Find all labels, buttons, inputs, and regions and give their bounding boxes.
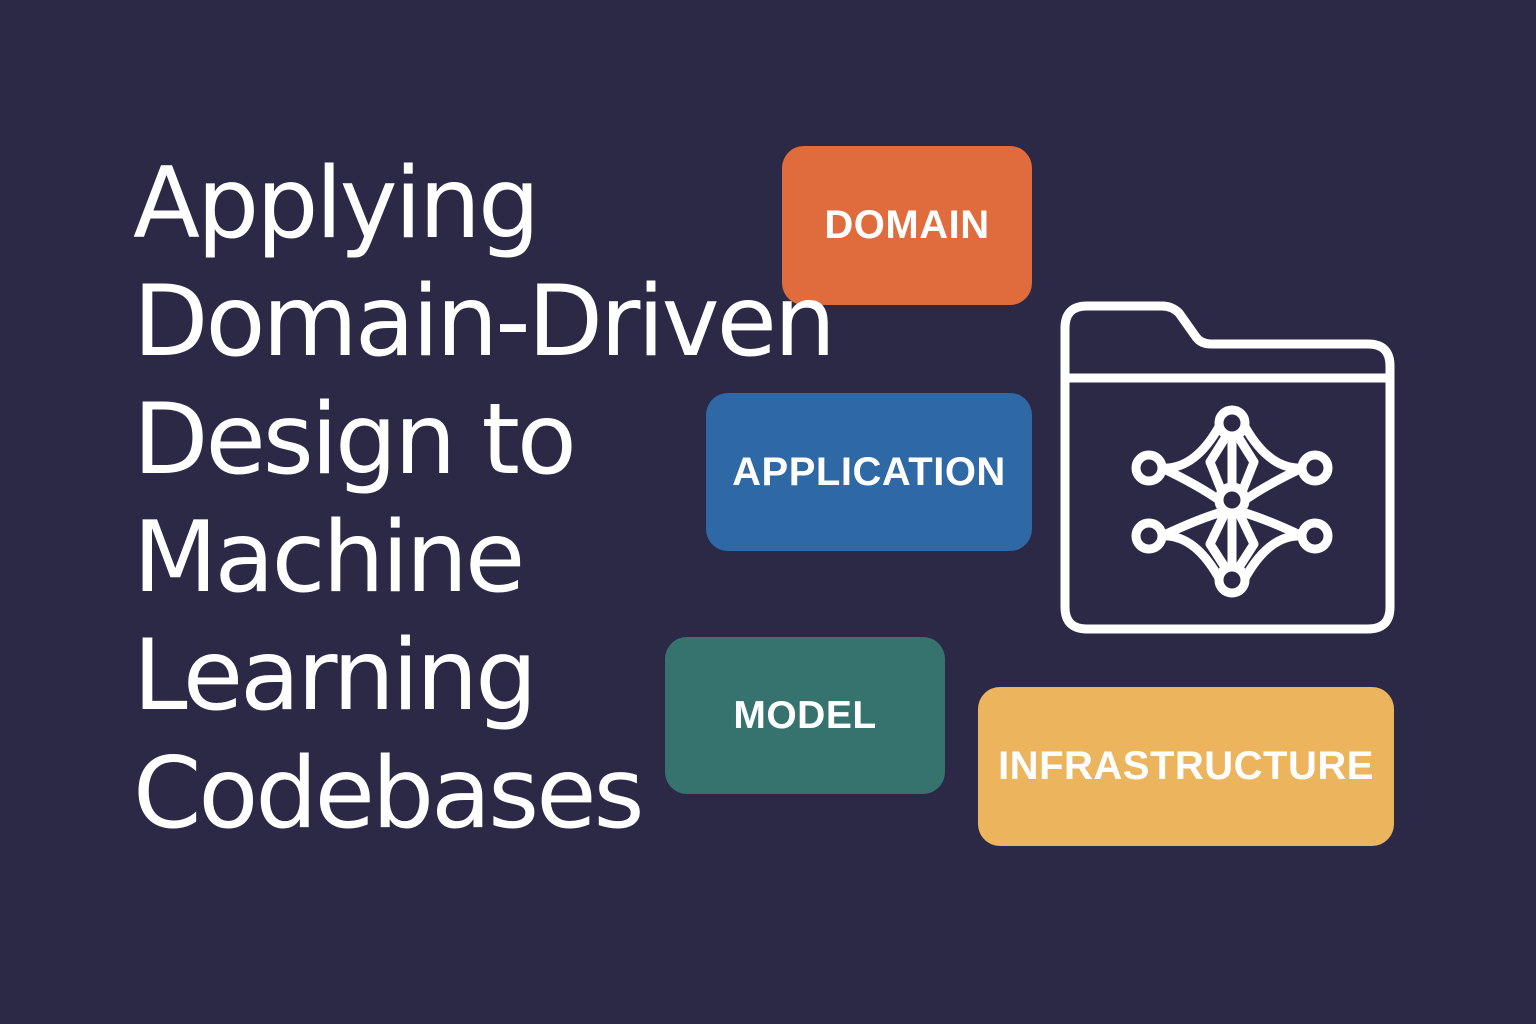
model-layer-box: MODEL	[665, 637, 945, 794]
application-layer-label: APPLICATION	[732, 449, 1006, 494]
page-title: Applying Domain-Driven Design to Machine…	[133, 145, 836, 853]
infrastructure-layer-label: INFRASTRUCTURE	[998, 744, 1374, 788]
domain-layer-box: DOMAIN	[782, 146, 1032, 305]
domain-layer-label: DOMAIN	[824, 203, 990, 247]
application-layer-box: APPLICATION	[706, 393, 1032, 551]
title-line: Domain-Driven	[133, 265, 836, 379]
title-line: Applying	[133, 147, 540, 261]
title-line: Design to	[133, 383, 577, 497]
title-line: Learning	[133, 619, 537, 733]
title-line: Machine	[133, 501, 525, 615]
title-line: Codebases	[133, 737, 645, 851]
model-layer-label: MODEL	[733, 693, 877, 737]
infrastructure-layer-box: INFRASTRUCTURE	[978, 687, 1394, 846]
folder-with-network-icon	[1060, 301, 1395, 634]
